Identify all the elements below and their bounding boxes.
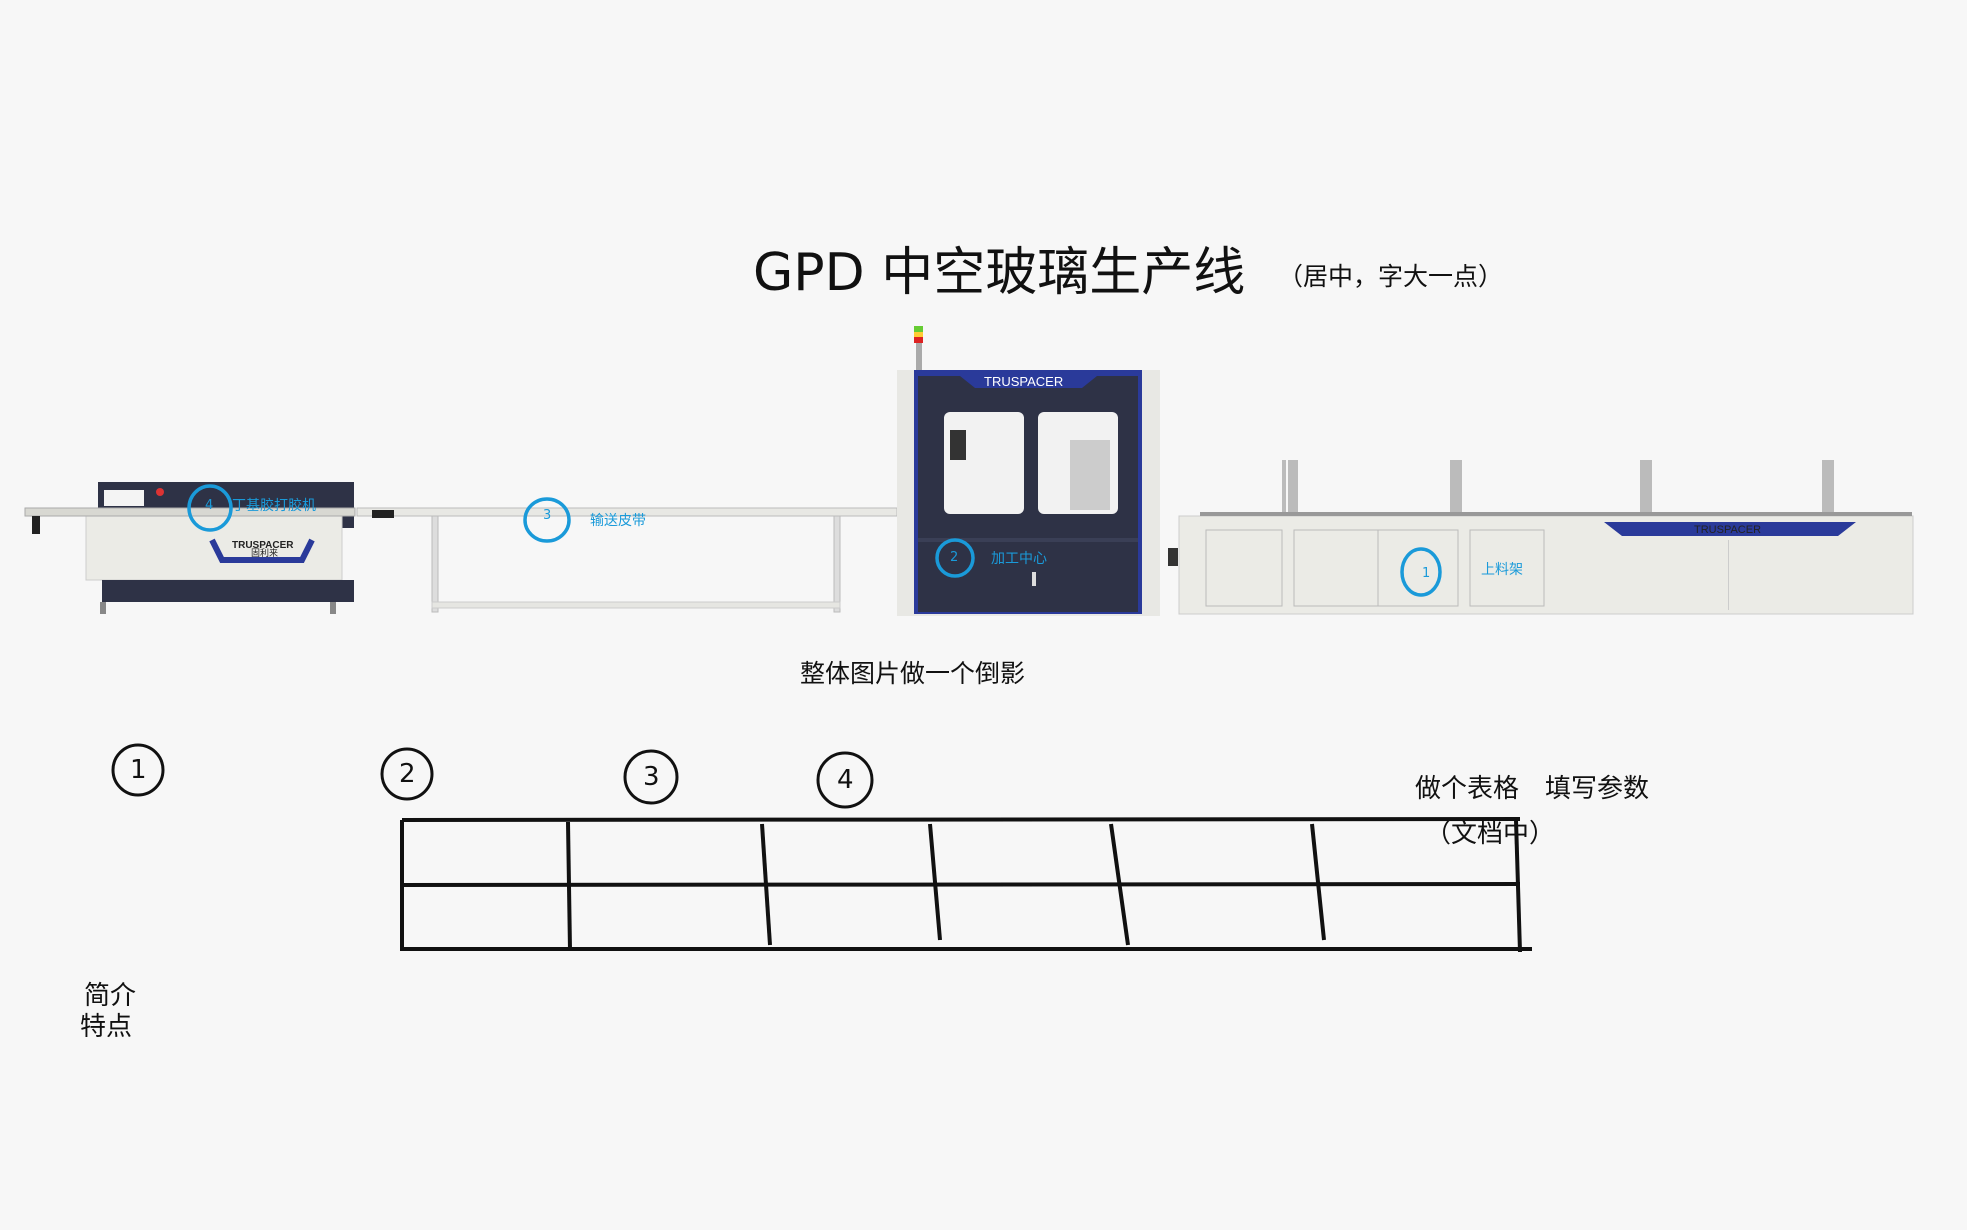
machine-label-processing[interactable]: 加工中心: [991, 551, 1047, 567]
hand-circle-1: [111, 743, 165, 797]
loading-rack-machine: TRUSPACER: [1168, 460, 1914, 615]
machine-number-1: 1: [1422, 566, 1431, 581]
table-note-sub: （文档中）: [1425, 819, 1556, 849]
brand-logo: TRUSPACER: [984, 374, 1063, 389]
features-label: 特点: [80, 1012, 133, 1042]
hand-circle-4: [816, 751, 874, 809]
intro-label: 简介: [84, 981, 137, 1011]
processing-center-machine: TRUSPACER: [897, 326, 1160, 616]
machine-label-butyl[interactable]: 丁基胶打胶机: [232, 498, 316, 514]
hand-number-4: 4: [837, 765, 854, 795]
hand-number-1: 1: [130, 755, 147, 785]
brand-logo: TRUSPACER: [1694, 524, 1761, 536]
label-circle-2: [935, 538, 975, 578]
hand-circle-3: [623, 749, 679, 805]
emergency-stop-icon: [156, 488, 164, 496]
label-circle-1: [1400, 547, 1442, 597]
parameter-table-sketch: [400, 817, 1532, 953]
brand-logo: TRUSPACER: [232, 540, 294, 551]
control-screen: [104, 490, 144, 506]
label-circle-4: [187, 484, 233, 532]
machine-number-2: 2: [950, 550, 959, 565]
hand-circle-2: [380, 747, 434, 801]
hand-number-3: 3: [643, 762, 660, 792]
machine-label-loading[interactable]: 上料架: [1481, 562, 1523, 578]
hand-number-2: 2: [399, 759, 416, 789]
label-circle-3: [523, 497, 571, 543]
machine-label-conveyor[interactable]: 输送皮带: [590, 513, 646, 529]
table-note: 做个表格 填写参数: [1415, 774, 1650, 804]
page-title: GPD 中空玻璃生产线: [753, 243, 1246, 303]
machine-number-4: 4: [205, 498, 214, 513]
brand-chinese-name: 固利来: [251, 549, 279, 559]
signal-light-icon: [914, 326, 923, 343]
butyl-extruder-machine: TRUSPACER: [24, 482, 356, 614]
title-note: （居中，字大一点）: [1278, 262, 1504, 291]
machine-number-3: 3: [543, 508, 552, 523]
door-handle: [1032, 572, 1036, 586]
window-left: [944, 412, 1024, 514]
reflection-note: 整体图片做一个倒影: [800, 659, 1026, 688]
